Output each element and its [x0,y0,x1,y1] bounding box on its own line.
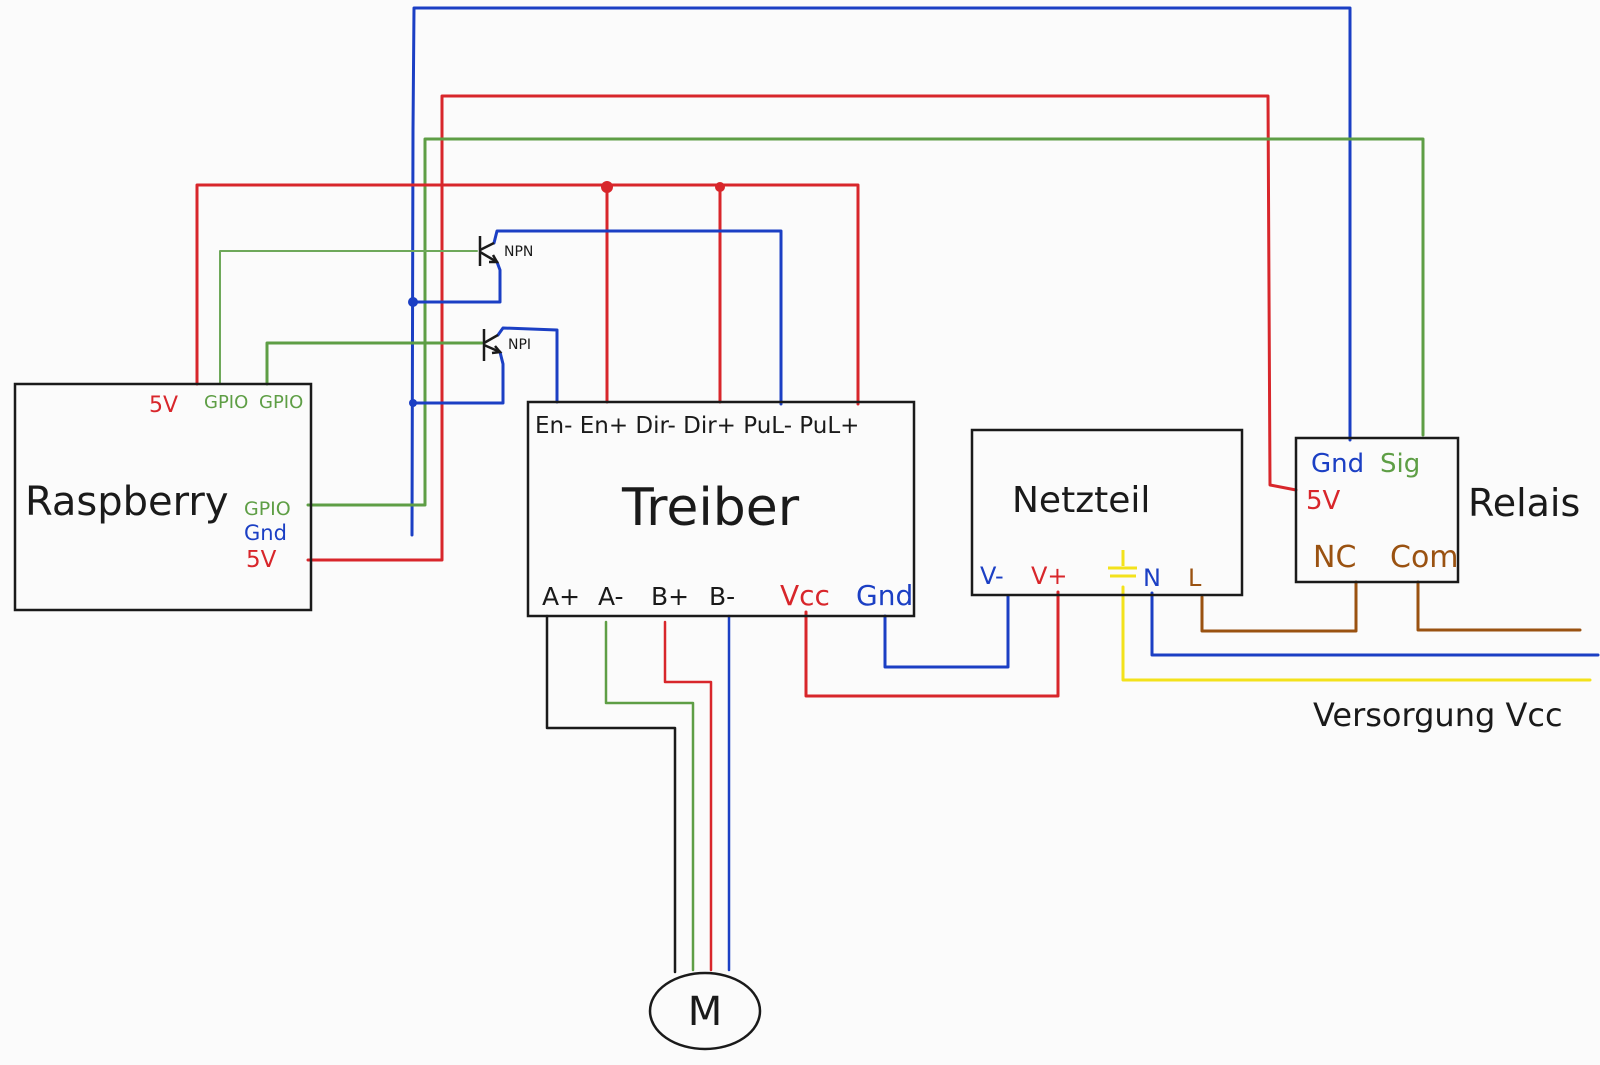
wire-5v-to-relais [306,94,1298,562]
relais-pin-com: Com [1390,540,1459,575]
treiber-pin-vcc: Vcc [780,579,830,612]
junction-dot [601,181,613,193]
relais-pin-nc: NC [1313,540,1356,575]
raspberry-pin-gpio-top-2: GPIO [259,392,303,413]
wire-a-plus-black [545,614,677,974]
relais-pin-5v: 5V [1306,486,1341,516]
netzteil-pin-v-minus: V- [980,562,1004,590]
junction-dot [715,182,725,192]
wire-5v-bus [195,183,860,406]
motor-label: M [688,989,723,1035]
treiber-pin-a-minus: A- [598,582,624,611]
treiber-pin-b-plus: B+ [651,582,689,611]
treiber-box [526,400,916,618]
raspberry-title: Raspberry [25,479,229,525]
junction-dot [409,399,417,407]
npn-transistor-upper [478,236,500,266]
raspberry-pin-5v-top: 5V [149,393,178,418]
wire-ground-yellow [1121,585,1592,682]
treiber-pin-b-minus: B- [709,582,735,611]
wire-com-out [1416,580,1582,632]
netzteil-pin-n: N [1143,564,1161,592]
relais-pin-gnd: Gnd [1311,449,1364,479]
wire-gnd-to-relais [410,6,1352,537]
junction-dot [408,297,418,307]
wire-treiber-vcc-to-vplus [804,590,1060,698]
netzteil-pin-v-plus: V+ [1031,562,1068,590]
netzteil-box [970,428,1244,597]
wire-gpio-to-npn [219,250,478,385]
wire-n-blue [1150,591,1600,657]
wire-treiber-gnd-to-vminus [883,594,1010,669]
npn-transistor-lower [482,329,503,361]
wire-b-plus-red [663,620,713,972]
supply-label: Versorgung Vcc [1313,696,1563,734]
relais-title: Relais [1468,481,1580,525]
treiber-pin-gnd: Gnd [856,579,913,612]
netzteil-pin-l: L [1188,564,1202,592]
npn-label-lower: NPI [508,337,531,353]
raspberry-pin-5v-side: 5V [246,547,277,573]
earth-ground-icon [1108,550,1137,578]
wire-a-minus-green [604,620,695,972]
netzteil-title: Netzteil [1012,480,1150,521]
wire-gpio-to-npi [265,341,484,386]
relais-box [1294,436,1460,584]
wire-npi-collector [496,326,559,404]
treiber-title: Treiber [621,478,800,538]
wire-npn-collector [492,229,783,406]
wire-npn-emitter [411,260,502,304]
npn-label-upper: NPN [504,244,533,260]
raspberry-pin-gpio-side: GPIO [244,498,291,520]
wire-gpio-to-relais-sig [306,137,1425,507]
relais-pin-sig: Sig [1380,449,1420,479]
raspberry-pin-gpio-top-1: GPIO [204,392,248,413]
treiber-top-pins: En- En+ Dir- Dir+ PuL- PuL+ [535,413,859,439]
raspberry-box [13,382,313,612]
wire-npi-emitter [411,350,505,405]
raspberry-pin-gnd: Gnd [244,521,287,545]
wire-l-to-nc [1200,580,1358,633]
treiber-pin-a-plus: A+ [542,582,580,611]
motor-circle [648,971,762,1051]
